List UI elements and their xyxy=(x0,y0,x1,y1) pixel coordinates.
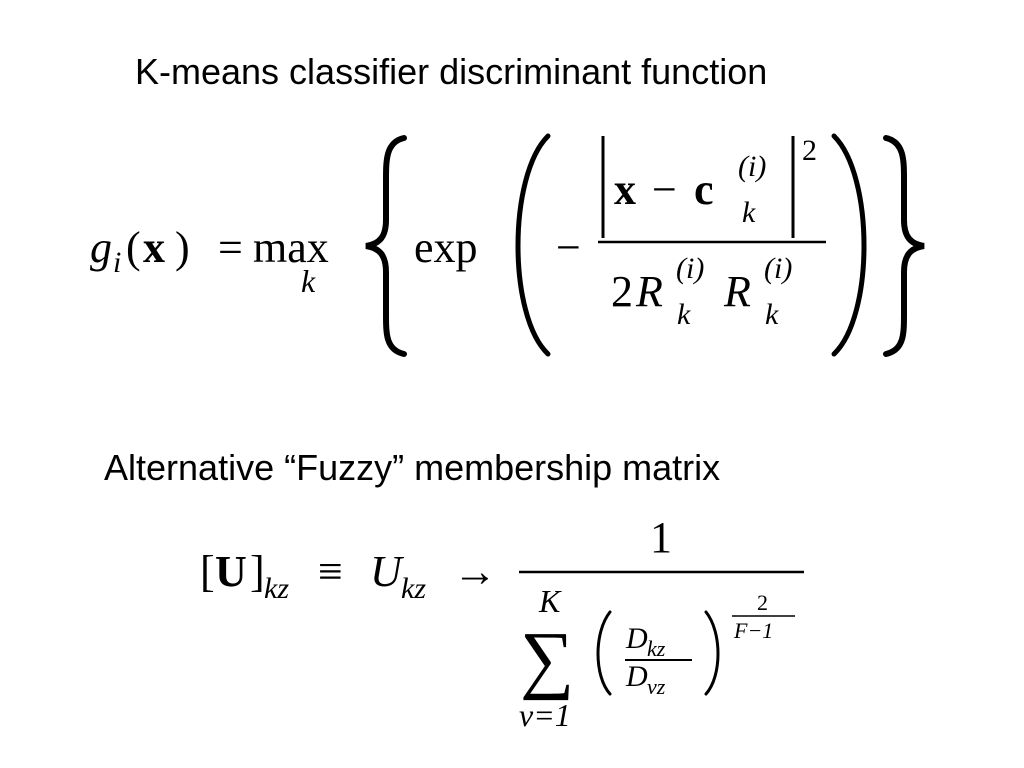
lhs-U-bold: U xyxy=(215,547,247,596)
equiv-sign: ≡ xyxy=(318,547,343,596)
den-R2: R xyxy=(723,267,751,316)
right-brace xyxy=(883,135,925,357)
num-c-sub: k xyxy=(742,196,756,229)
arrow-right: → xyxy=(453,547,497,596)
left-brace xyxy=(365,135,407,357)
num-minus: − xyxy=(652,165,677,214)
lhs-paren-open: ( xyxy=(126,223,141,272)
exponent-denominator-F1: F−1 xyxy=(733,618,773,643)
den-R1-sup: (i) xyxy=(676,252,704,285)
sum-upper-K: K xyxy=(538,583,562,619)
rhs-U: U xyxy=(370,547,405,596)
max-sub-k: k xyxy=(301,263,316,299)
ratio-denominator-sub-vz: vz xyxy=(647,674,666,699)
lhs-x-bold: x xyxy=(143,223,165,272)
slide-heading-fuzzy: Alternative “Fuzzy” membership matrix xyxy=(104,447,721,488)
lhs-paren-close: ) xyxy=(175,223,190,272)
frac-numerator-1: 1 xyxy=(650,513,672,562)
ratio-right-paren xyxy=(704,610,720,696)
ratio-denominator-D: D xyxy=(625,660,648,693)
den-2: 2 xyxy=(611,267,633,316)
exponent-numerator-2: 2 xyxy=(757,590,768,615)
slide-heading-kmeans: K-means classifier discriminant function xyxy=(135,51,768,92)
sum-lower-v1: v=1 xyxy=(519,697,571,733)
ratio-numerator-D: D xyxy=(625,622,648,655)
lhs-g: g xyxy=(90,223,112,272)
den-R2-sub: k xyxy=(765,298,779,331)
right-paren xyxy=(831,133,867,357)
left-paren xyxy=(515,133,551,357)
lhs-lbracket: [ xyxy=(200,547,215,596)
ratio-left-paren xyxy=(596,610,612,696)
lhs-sub-kz: kz xyxy=(264,572,289,605)
lhs-rbracket: ] xyxy=(250,547,265,596)
rhs-U-sub-kz: kz xyxy=(401,572,426,605)
exp-operator: exp xyxy=(414,223,478,272)
den-R1: R xyxy=(635,267,663,316)
equals-sign: = xyxy=(218,223,243,272)
num-c-bold: c xyxy=(694,165,714,214)
den-R1-sub: k xyxy=(677,298,691,331)
lhs-sub-i: i xyxy=(113,246,121,279)
num-power-2: 2 xyxy=(802,134,817,167)
max-operator: max xyxy=(253,223,329,272)
sum-symbol: ∑ xyxy=(520,617,574,701)
num-x-bold: x xyxy=(614,165,636,214)
den-R2-sup: (i) xyxy=(764,252,792,285)
ratio-numerator-sub-kz: kz xyxy=(647,636,666,661)
num-c-sup: (i) xyxy=(738,150,766,183)
minus-sign: − xyxy=(556,223,581,272)
